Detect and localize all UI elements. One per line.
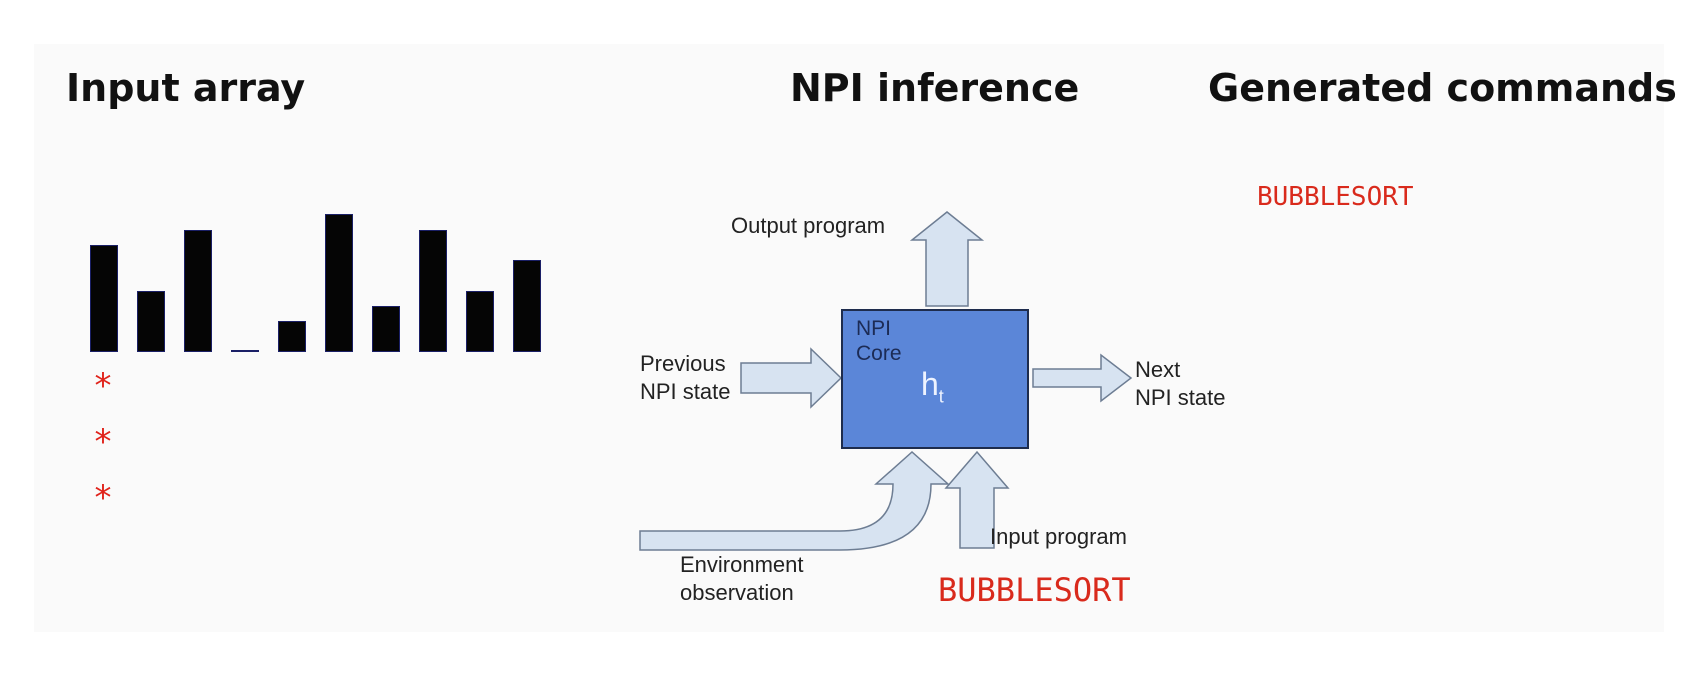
array-bar-2 — [137, 291, 165, 352]
environment-label-line1: Environment — [680, 552, 804, 577]
array-pointer-2: * — [92, 422, 114, 462]
generated-command-1: BUBBLESORT — [1257, 182, 1414, 212]
array-bar-9 — [466, 291, 494, 352]
npi-core-box — [841, 309, 1029, 449]
array-bar-1 — [90, 245, 118, 352]
array-bar-10 — [513, 260, 541, 352]
output-program-label: Output program — [731, 213, 886, 238]
hidden-state-subscript: t — [938, 386, 944, 407]
npi-inference-heading: NPI inference — [790, 66, 1080, 110]
array-pointer-1: * — [92, 366, 114, 406]
npi-core-label-line2: Core — [856, 342, 902, 365]
previous-state-label-line2: NPI state — [640, 379, 731, 404]
npi-core-label-line1: NPI — [856, 317, 892, 340]
input-program-value: BUBBLESORT — [938, 571, 1131, 609]
hidden-state-label: ht — [921, 366, 944, 407]
array-bar-3 — [184, 230, 212, 352]
output-program-arrow — [909, 211, 985, 307]
previous-state-label-line1: Previous — [640, 351, 726, 376]
next-state-label-line1: Next — [1135, 357, 1181, 382]
input-program-arrow — [944, 450, 1010, 549]
array-bar-8 — [419, 230, 447, 352]
generated-commands-heading: Generated commands — [1208, 66, 1677, 110]
next-state-arrow — [1032, 353, 1133, 403]
next-state-label-line2: NPI state — [1135, 385, 1226, 410]
array-bar-6 — [325, 214, 353, 352]
previous-state-arrow — [740, 347, 843, 409]
array-pointer-3: * — [92, 478, 114, 518]
array-bar-4 — [231, 350, 259, 352]
hidden-state-symbol: h — [921, 366, 939, 402]
environment-label-line2: observation — [680, 580, 794, 605]
input-array-heading: Input array — [66, 66, 306, 110]
array-bar-7 — [372, 306, 400, 352]
environment-observation-arrow — [639, 450, 950, 551]
array-bar-5 — [278, 321, 306, 352]
input-program-label: Input program — [990, 524, 1127, 549]
